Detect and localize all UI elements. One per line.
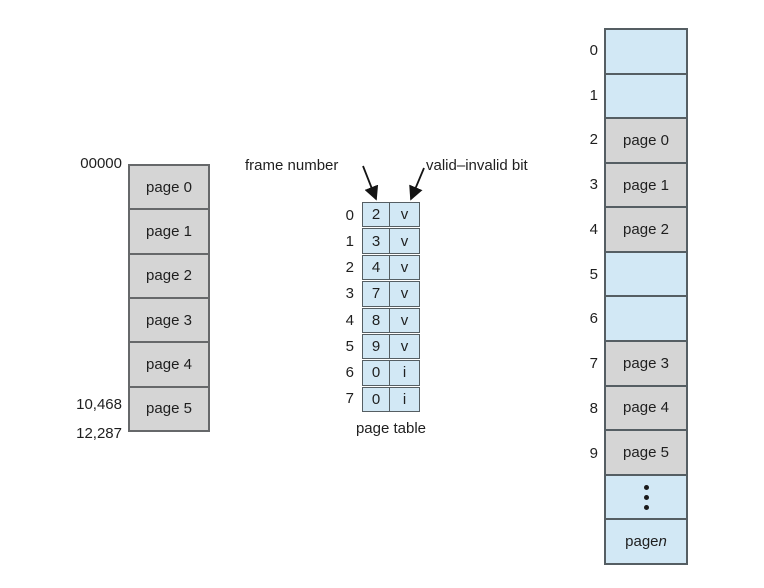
page-table-row: 4 v [362, 254, 420, 281]
physical-memory-box: page 0 page 1 page 2 page 3 page 4 page … [604, 28, 688, 565]
valid-invalid-bit-cell: v [400, 258, 409, 276]
valid-invalid-bit-cell: v [400, 206, 409, 224]
page-table-index: 2 [345, 259, 354, 277]
valid-invalid-bit-label: valid–invalid bit [426, 157, 528, 174]
page-n-variable: n [658, 533, 667, 551]
frame-index: 8 [589, 399, 598, 417]
frame-index: 9 [589, 444, 598, 462]
frame-index: 2 [589, 131, 598, 149]
valid-invalid-bit-cell: v [400, 232, 409, 250]
valid-invalid-bit-cell: v [400, 311, 409, 329]
page-table-caption: page table [355, 420, 427, 437]
page-table-index: 1 [345, 232, 354, 250]
physical-frame-cell: page n [606, 518, 686, 563]
frame-index: 5 [589, 265, 598, 283]
physical-frame-cell: page 1 [606, 161, 686, 207]
page-table-index: 0 [345, 206, 354, 224]
frame-number-cell: 8 [363, 308, 390, 332]
page-table-index: 6 [345, 364, 354, 382]
frame-number-cell: 0 [363, 387, 390, 411]
page-table-index: 3 [345, 285, 354, 303]
frame-index: 1 [589, 86, 598, 104]
physical-frame-cell: page 2 [606, 206, 686, 251]
frame-number-cell: 0 [363, 361, 390, 385]
page-table-row: 8 v [362, 307, 420, 333]
frame-index: 4 [589, 220, 598, 238]
pointer-arrows-icon [362, 165, 425, 201]
page-table-row: 0 i [362, 386, 420, 412]
physical-memory-index-column: 0 1 2 3 4 5 6 7 8 9 [570, 28, 598, 565]
physical-frame-cell [606, 72, 686, 118]
frame-number-cell: 4 [363, 255, 390, 280]
logical-page-cell: page 4 [130, 341, 208, 386]
valid-invalid-bit-cell: v [400, 285, 409, 303]
frame-index: 0 [589, 41, 598, 59]
valid-invalid-bit-cell: v [400, 338, 409, 356]
logical-page-cell: page 2 [130, 252, 208, 297]
physical-frame-cell: page 4 [606, 384, 686, 430]
frame-index [570, 476, 598, 521]
physical-frame-cell: page 0 [606, 117, 686, 162]
page-table-row: 9 v [362, 333, 420, 360]
physical-frame-cell [606, 250, 686, 296]
frame-number-label: frame number [245, 157, 339, 174]
logical-page-cell: page 1 [130, 208, 208, 253]
frame-index: 6 [589, 310, 598, 328]
frame-index: 7 [589, 355, 598, 373]
frame-number-cell: 2 [363, 203, 390, 227]
logical-page-cell: page 5 [130, 385, 208, 430]
page-table-index: 5 [345, 337, 354, 355]
logical-address-page5-start: 10,468 [76, 396, 122, 413]
page-table: 2 v 3 v 4 v 7 v 8 v 9 v 0 i 0 i [362, 202, 420, 412]
physical-frame-cell [606, 30, 686, 73]
page-table-index: 4 [345, 311, 354, 329]
physical-frame-cell [606, 295, 686, 341]
logical-memory-box: page 0 page 1 page 2 page 3 page 4 page … [128, 164, 210, 432]
page-table-row: 3 v [362, 228, 420, 254]
page-table-index-column: 0 1 2 3 4 5 6 7 [326, 202, 354, 412]
physical-frame-cell [606, 473, 686, 519]
valid-invalid-bit-cell: i [402, 364, 407, 382]
logical-address-top: 00000 [80, 155, 122, 172]
vertical-ellipsis-icon [643, 484, 649, 510]
frame-index: 3 [589, 176, 598, 194]
page-table-row: 7 v [362, 281, 420, 307]
logical-page-cell: page 0 [130, 166, 208, 209]
frame-number-cell: 9 [363, 334, 390, 359]
logical-page-cell: page 3 [130, 296, 208, 342]
page-n-prefix: page [625, 533, 659, 551]
page-table-index: 7 [345, 390, 354, 408]
valid-invalid-bit-cell: i [402, 390, 407, 408]
logical-address-end: 12,287 [76, 425, 122, 442]
physical-frame-cell: page 3 [606, 340, 686, 385]
physical-frame-cell: page 5 [606, 429, 686, 474]
page-table-row: 2 v [362, 202, 420, 228]
frame-number-cell: 7 [363, 282, 390, 306]
frame-number-cell: 3 [363, 229, 390, 253]
frame-index [570, 520, 598, 565]
page-table-row: 0 i [362, 360, 420, 386]
